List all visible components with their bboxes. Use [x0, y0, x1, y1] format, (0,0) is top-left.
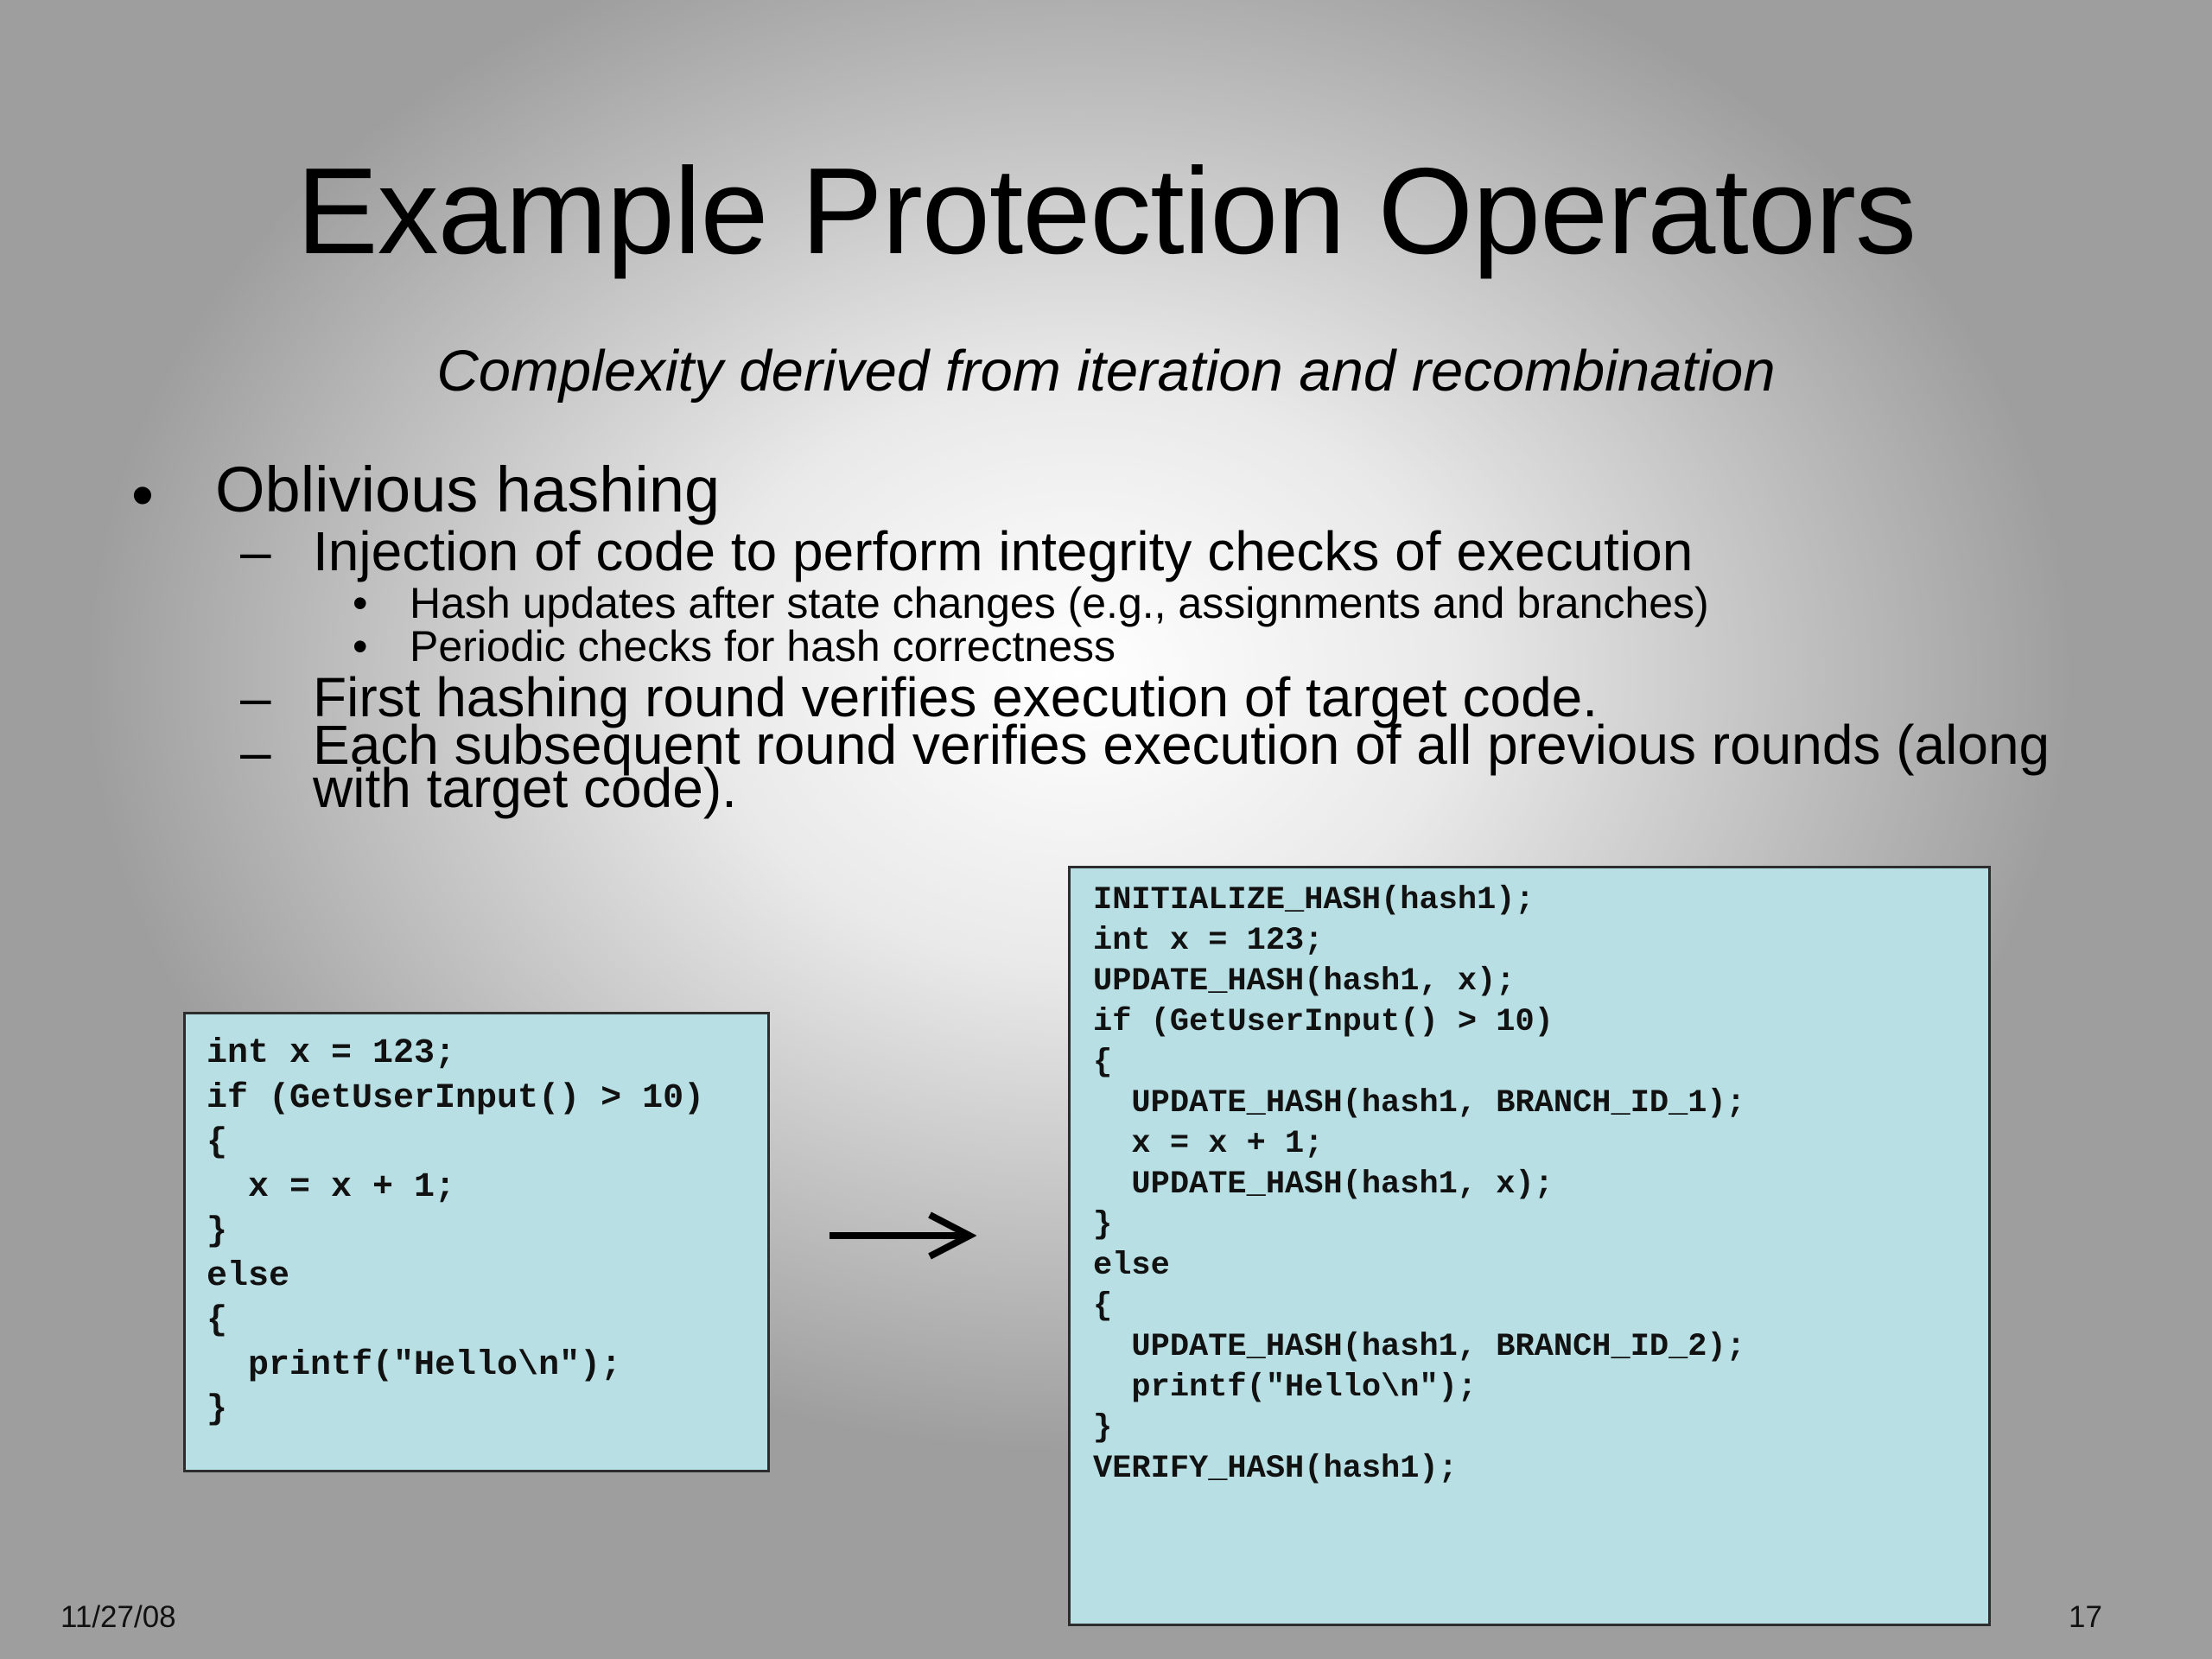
code-line: x = x + 1;: [207, 1167, 456, 1207]
bullet-hash-updates: Hash updates after state changes (e.g., …: [410, 579, 1709, 627]
code-line: {: [207, 1123, 228, 1162]
code-line: UPDATE_HASH(hash1, BRANCH_ID_2);: [1093, 1329, 1745, 1365]
code-line: {: [1093, 1288, 1113, 1325]
code-line: }: [207, 1390, 228, 1429]
bullet-oblivious-hashing: Oblivious hashing: [215, 454, 721, 525]
code-line: VERIFY_HASH(hash1);: [1093, 1451, 1458, 1487]
code-line: printf("Hello\n");: [207, 1345, 622, 1385]
code-line: }: [1093, 1410, 1113, 1446]
code-line: UPDATE_HASH(hash1, x);: [1093, 963, 1516, 1000]
dash-icon: –: [240, 666, 271, 728]
dash-icon: –: [240, 520, 271, 582]
small-bullet-icon: •: [353, 579, 368, 627]
code-line: {: [1093, 1045, 1113, 1081]
slide-subtitle: Complexity derived from iteration and re…: [436, 339, 1776, 404]
bullet-periodic-checks: Periodic checks for hash correctness: [410, 622, 1116, 671]
bullet-subsequent-rounds: Each subsequent round verifies execution…: [313, 714, 2050, 819]
code-line: {: [207, 1301, 228, 1340]
slide-title: Example Protection Operators: [296, 143, 1916, 280]
code-line: else: [1093, 1248, 1170, 1284]
code-line: UPDATE_HASH(hash1, BRANCH_ID_1);: [1093, 1085, 1745, 1122]
slide-date: 11/27/08: [60, 1600, 176, 1634]
small-bullet-icon: •: [353, 622, 368, 671]
code-box-original: int x = 123; if (GetUserInput() > 10) { x …: [183, 1012, 770, 1472]
code-line: if (GetUserInput() > 10): [207, 1078, 705, 1118]
code-line: UPDATE_HASH(hash1, x);: [1093, 1166, 1554, 1203]
code-line: x = x + 1;: [1093, 1126, 1324, 1162]
code-line: else: [207, 1256, 290, 1296]
code-line: }: [1093, 1207, 1113, 1243]
code-box-hashed: INITIALIZE_HASH(hash1);int x = 123; UPDAT…: [1068, 866, 1991, 1626]
code-line: int x = 123;: [1093, 923, 1324, 959]
bullet-dot-icon: •: [131, 459, 154, 531]
code-line: int x = 123;: [207, 1034, 456, 1073]
slide-number: 17: [2069, 1600, 2102, 1634]
right-arrow-icon: [830, 1211, 976, 1260]
code-line: INITIALIZE_HASH(hash1);: [1093, 882, 1535, 918]
bullet-injection: Injection of code to perform integrity c…: [313, 520, 1694, 582]
code-line: }: [207, 1212, 228, 1251]
code-line: if (GetUserInput() > 10): [1093, 1004, 1554, 1040]
code-line: printf("Hello\n");: [1093, 1370, 1478, 1406]
dash-icon: –: [240, 721, 271, 783]
bullet-first-round: First hashing round verifies execution o…: [313, 666, 1599, 728]
